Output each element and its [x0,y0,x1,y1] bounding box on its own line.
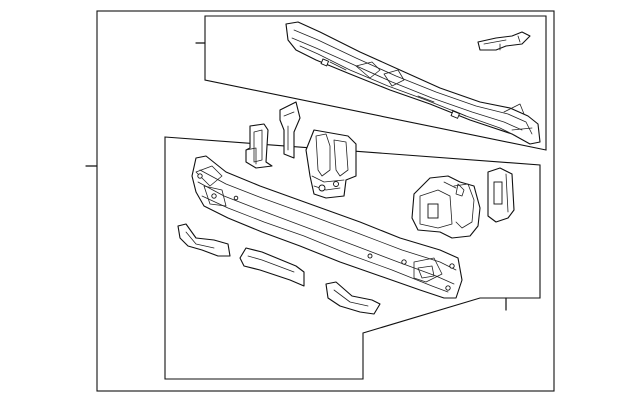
upper-group-box [204,15,547,151]
left-side-bracket [245,123,273,169]
left-center-bracket [279,101,301,159]
lower-trim-strip-center [239,247,305,287]
center-support-bracket [305,129,357,199]
outer-frame [96,10,555,392]
lower-trim-strip-right [325,281,381,315]
lower-trim-strip-left [177,223,231,257]
upper-tie-bar [285,21,541,145]
impact-bar [191,155,463,299]
upper-small-bracket [477,31,531,51]
right-reinforcement-plate [487,167,515,223]
lower-group-box [164,136,541,380]
energy-absorber [411,175,481,239]
